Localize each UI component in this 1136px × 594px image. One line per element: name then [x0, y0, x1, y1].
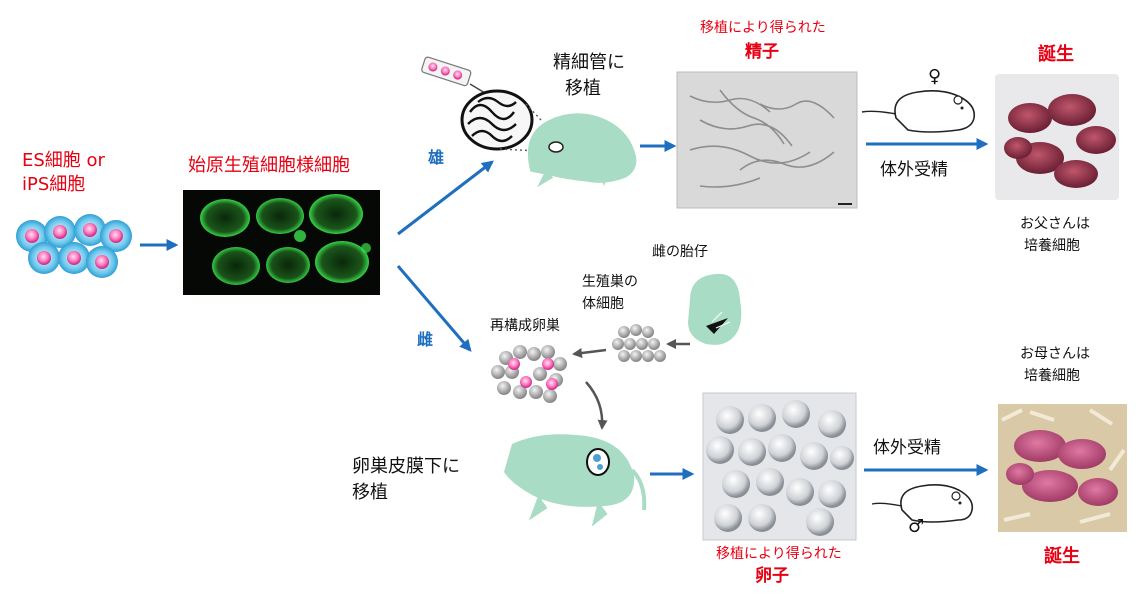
father-label-line2: 培養細胞: [1024, 238, 1080, 254]
mother-label-line1: お母さんは: [1020, 346, 1090, 362]
gonadal-somatic-label-line2: 体細胞: [582, 296, 624, 312]
female-embryo-label: 雌の胎仔: [652, 244, 708, 260]
gonadal-somatic-label-line1: 生殖巣の: [582, 274, 638, 290]
oocyte-micrograph-image: [702, 392, 857, 541]
oocyte-result-caption: 移植により得られた: [716, 546, 842, 562]
male-partner-mouse-icon: [871, 484, 974, 523]
female-transplant-label-line1: 卵巣皮膜下に: [352, 456, 460, 477]
reconstituted-ovary-icon: [491, 345, 567, 403]
pups-photo-male-path: [995, 74, 1119, 200]
female-transplant-label-line2: 移植: [352, 482, 388, 503]
male-symbol-bottom: ♂: [908, 516, 925, 537]
sperm-result-title: 精子: [745, 42, 779, 62]
female-branch-label: 雌: [417, 330, 434, 349]
arrow-to-reconstituted-ovary: [572, 348, 607, 358]
pgclc-label: 始原生殖細胞様細胞: [188, 155, 350, 176]
gonadal-somatic-cells-icon: [612, 324, 666, 362]
fertilization-label-male-path: 体外受精: [880, 160, 948, 180]
birth-label-bottom: 誕生: [1044, 546, 1080, 567]
arrow-down-to-transplant: [585, 381, 608, 430]
female-symbol-top: ♀: [928, 66, 942, 87]
birth-label-top: 誕生: [1038, 44, 1074, 65]
male-recipient-mouse-icon: [526, 112, 638, 188]
pgclc-fluorescence-image: [183, 190, 380, 295]
fertilization-label-female-path: 体外受精: [873, 438, 941, 458]
oocyte-result-title: 卵子: [755, 566, 789, 586]
arrow-male-branch: [397, 160, 494, 236]
father-label-line1: お父さんは: [1020, 216, 1090, 232]
es-cells-label-line1: ES細胞 or: [22, 150, 105, 171]
female-embryo-icon: [688, 273, 742, 345]
female-partner-mouse-icon: [861, 90, 976, 133]
reconstituted-ovary-label: 再構成卵巣: [490, 318, 560, 334]
ips-cells-label-line2: iPS細胞: [22, 174, 86, 195]
male-transplant-label-line1: 精細管に: [553, 52, 625, 73]
male-branch-label: 雄: [428, 148, 445, 167]
male-transplant-label-line2: 移植: [565, 78, 601, 99]
female-recipient-mouse-icon: [504, 434, 647, 527]
stem-cell-cluster-icon: [16, 214, 132, 278]
pups-photo-female-path: [998, 404, 1127, 532]
sperm-result-caption: 移植により得られた: [700, 20, 826, 36]
mother-label-line2: 培養細胞: [1024, 368, 1080, 384]
sperm-micrograph-image: [676, 71, 858, 209]
arrow-female-branch: [396, 265, 472, 352]
